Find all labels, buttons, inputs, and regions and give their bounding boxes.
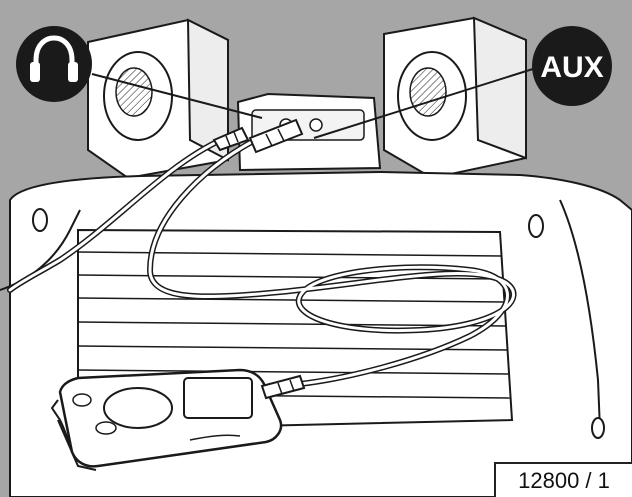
aux-plug: [248, 118, 304, 154]
aux-jack: [309, 118, 323, 132]
head-unit: [236, 92, 382, 172]
aux-badge: AUX: [532, 26, 612, 106]
media-player: [50, 368, 306, 471]
player-button-bottom: [95, 421, 117, 435]
headphones-badge: [16, 26, 92, 102]
aux-pointer-line: [313, 67, 537, 139]
player-click-wheel: [103, 387, 173, 429]
aux-label: AUX: [540, 51, 603, 84]
left-vent-hole: [32, 208, 48, 232]
headphone-plug: [212, 126, 250, 152]
right-vent-hole: [528, 214, 544, 238]
cables: [7, 133, 517, 387]
player-button-top: [72, 393, 92, 407]
left-speaker: [87, 18, 229, 180]
figure-number: 12800 / 1: [494, 462, 632, 497]
right-speaker: [383, 16, 527, 180]
player-plug: [260, 374, 306, 400]
player-screen: [183, 377, 253, 419]
headphone-pointer-line: [91, 73, 263, 119]
headphones-icon: [30, 35, 78, 82]
